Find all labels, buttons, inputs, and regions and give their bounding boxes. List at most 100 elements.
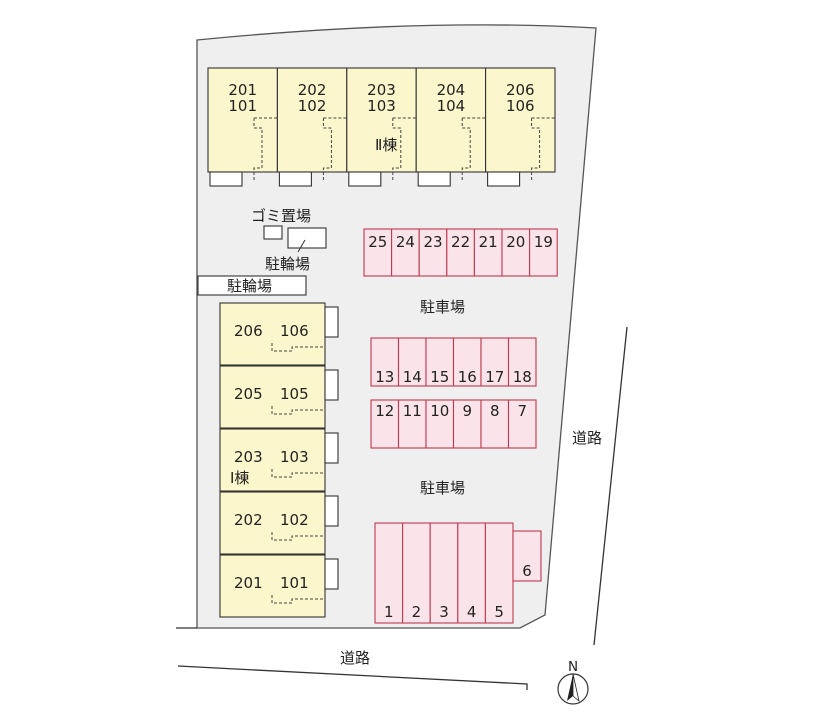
balcony <box>487 171 521 187</box>
parking-slot-number: 24 <box>396 233 415 251</box>
parking-slot-2 <box>402 522 431 624</box>
parking-slot-20 <box>501 228 531 277</box>
unit-number-upper: 203 <box>234 448 263 466</box>
garbage-shed <box>287 227 327 249</box>
parking-slot-number: 22 <box>451 233 470 251</box>
balcony <box>324 432 339 464</box>
parking-slot-9 <box>452 399 482 449</box>
parking-slot-17 <box>480 337 510 387</box>
bicycle-parking-label-lower: 駐輪場 <box>227 277 272 295</box>
parking-slot-number: 14 <box>403 368 422 386</box>
parking-slot-number: 18 <box>513 368 532 386</box>
unit-number-lower: 101 <box>228 97 257 115</box>
parking-slot-6-number: 6 <box>522 562 532 580</box>
unit-201 <box>207 67 278 173</box>
parking-slot-number: 19 <box>534 233 553 251</box>
unit-number-lower: 103 <box>367 97 396 115</box>
parking-slot-number: 23 <box>423 233 442 251</box>
parking-slot-14 <box>397 337 427 387</box>
parking-slot-number: 2 <box>412 603 422 621</box>
stair-outline <box>322 117 349 180</box>
parking-slot-23 <box>418 228 448 277</box>
parking-slot-number: 3 <box>439 603 449 621</box>
parking-slot-number: 13 <box>375 368 394 386</box>
garbage-bin <box>263 225 283 240</box>
parking-slot-number: 17 <box>485 368 504 386</box>
unit-number-lower: 102 <box>280 511 309 529</box>
garbage-area-label: ゴミ置場 <box>251 207 311 225</box>
parking-slot-5 <box>484 522 514 624</box>
unit-number-lower: 102 <box>298 97 327 115</box>
unit-number-lower: 106 <box>280 322 309 340</box>
stair-outline <box>461 117 488 180</box>
parking-slot-number: 21 <box>479 233 498 251</box>
building-2-label: Ⅱ棟 <box>375 136 397 154</box>
unit-206 <box>219 302 326 366</box>
unit-number-upper: 201 <box>234 574 263 592</box>
parking-slot-number: 9 <box>462 402 472 420</box>
road-east-edge <box>593 326 628 646</box>
parking-slot-24 <box>391 228 420 277</box>
stair-outline <box>392 117 418 180</box>
unit-number-lower: 101 <box>280 574 309 592</box>
unit-number-upper: 204 <box>437 81 466 99</box>
parking-slot-number: 15 <box>430 368 449 386</box>
balcony <box>324 306 339 338</box>
unit-number-lower: 103 <box>280 448 309 466</box>
stair-outline <box>253 117 279 180</box>
balcony <box>324 558 339 590</box>
building-1-label: Ⅰ棟 <box>230 469 249 487</box>
unit-number-lower: 104 <box>437 97 466 115</box>
unit-204 <box>415 67 487 173</box>
north-arrow-icon <box>557 673 589 705</box>
parking-slot-number: 12 <box>375 402 394 420</box>
unit-201 <box>219 554 326 618</box>
parking-slot-7 <box>507 399 537 449</box>
parking-slot-8 <box>480 399 510 449</box>
balcony <box>324 369 339 401</box>
unit-number-upper: 205 <box>234 385 263 403</box>
parking-slot-number: 7 <box>517 402 527 420</box>
parking-slot-19 <box>529 228 558 277</box>
bicycle-parking-area <box>197 275 307 296</box>
parking-slot-number: 10 <box>430 402 449 420</box>
parking-slot-11 <box>397 399 427 449</box>
unit-203 <box>219 428 326 492</box>
parking-slot-number: 5 <box>494 603 504 621</box>
parking-slot-number: 1 <box>384 603 394 621</box>
unit-number-upper: 202 <box>234 511 263 529</box>
balcony <box>417 171 451 187</box>
unit-number-upper: 206 <box>234 322 263 340</box>
unit-number-upper: 206 <box>506 81 535 99</box>
parking-slot-18 <box>507 337 537 387</box>
balcony <box>324 495 339 527</box>
unit-206 <box>485 67 556 173</box>
parking-slot-number: 8 <box>490 402 500 420</box>
stair-outline <box>271 532 324 541</box>
parking-slot-number: 4 <box>467 603 477 621</box>
unit-number-lower: 106 <box>506 97 535 115</box>
stair-outline <box>271 469 324 478</box>
parking-slot-6 <box>512 530 542 582</box>
parking-slot-number: 11 <box>403 402 422 420</box>
stair-outline <box>271 343 324 352</box>
parking-slot-number: 20 <box>506 233 525 251</box>
unit-number-upper: 203 <box>367 81 396 99</box>
parking-slot-16 <box>452 337 482 387</box>
unit-205 <box>219 365 326 429</box>
balcony <box>348 171 382 187</box>
north-label: N <box>568 659 578 675</box>
road-south-edge <box>177 665 528 690</box>
unit-203 <box>346 67 417 173</box>
stair-outline <box>271 595 324 604</box>
road-south-label: 道路 <box>340 649 370 667</box>
stair-outline <box>271 406 324 415</box>
road-east-label: 道路 <box>572 429 602 447</box>
parking-slot-22 <box>446 228 475 277</box>
